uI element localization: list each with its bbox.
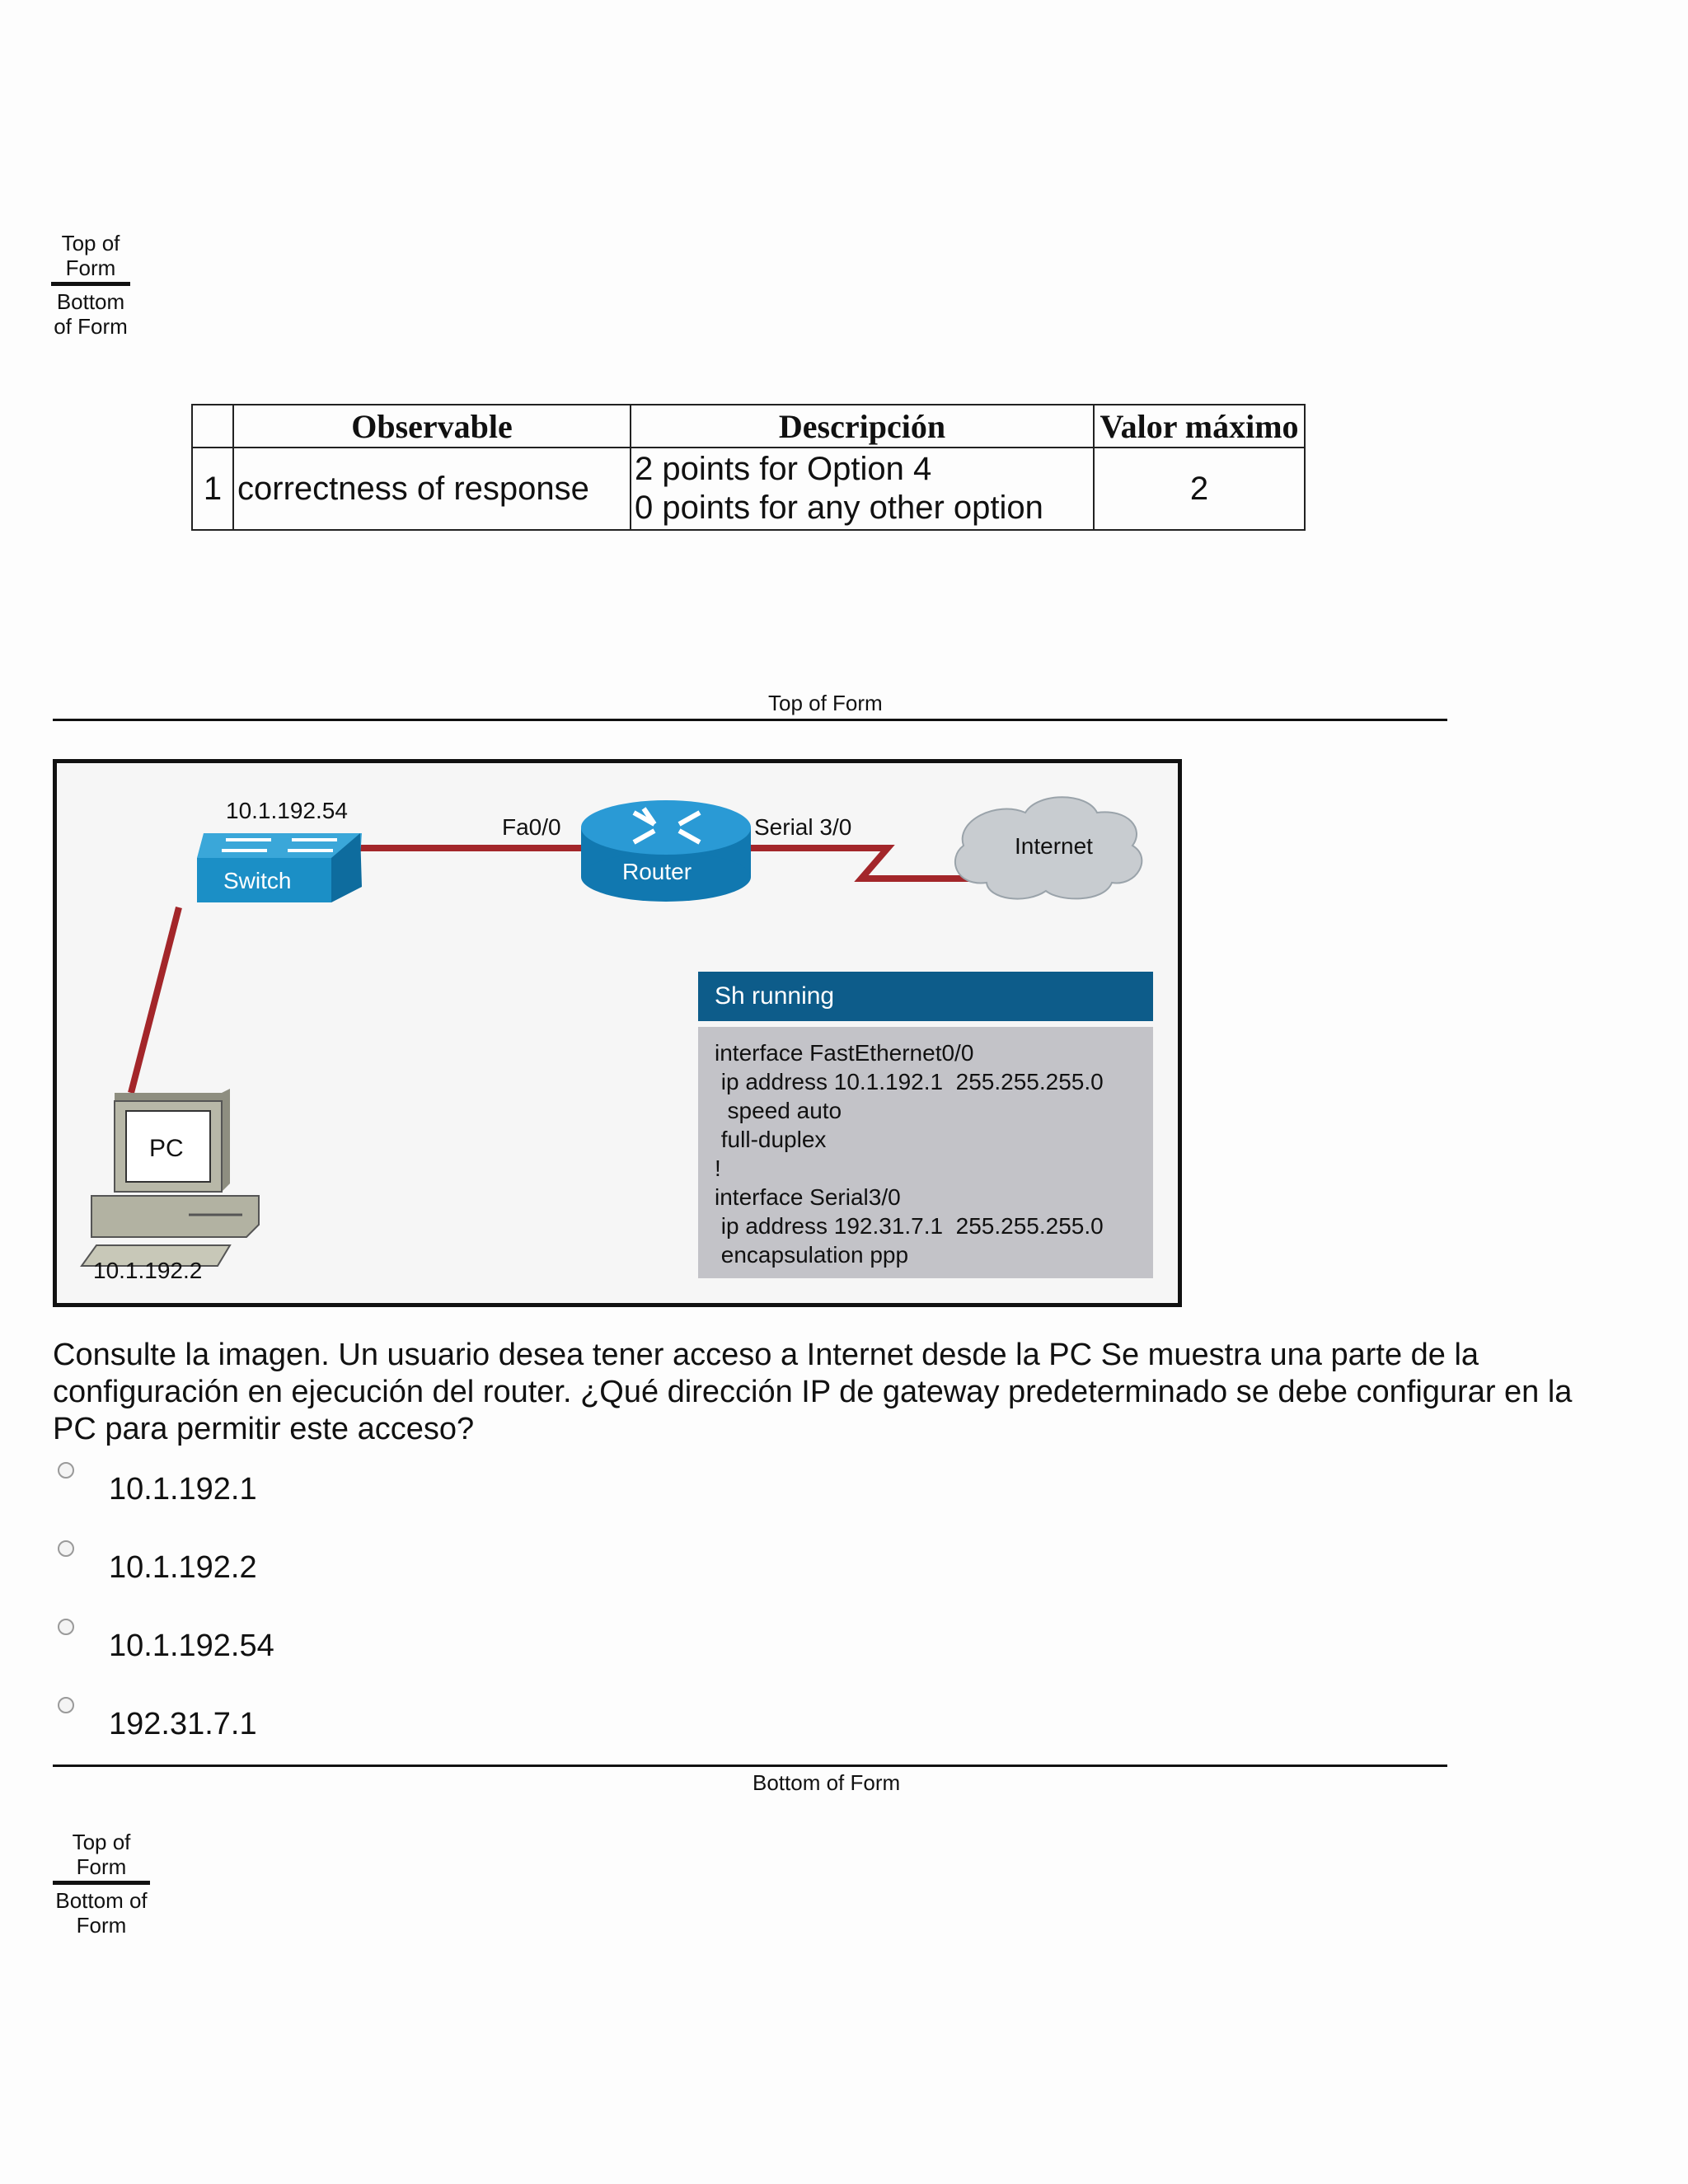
header-description: Descripción [630, 404, 1095, 448]
fa0-label: Fa0/0 [502, 814, 561, 840]
form-marker-top: Top of Form Bottom of Form [51, 231, 130, 339]
table-row: 1 correctness of response 2 points for O… [191, 447, 1306, 531]
row-description: 2 points for Option 4 0 points for any o… [630, 447, 1095, 531]
bottom-of-form-caption: Bottom of Form [753, 1770, 901, 1795]
internet-cloud-icon [954, 796, 1143, 900]
top-of-form-caption: Top of Form [768, 691, 883, 715]
pc-label: PC [149, 1135, 184, 1162]
pc-ip-label: 10.1.192.2 [93, 1258, 203, 1283]
config-title: Sh running [698, 972, 1153, 1021]
switch-label: Switch [223, 868, 292, 893]
pc-switch-link [128, 907, 182, 1094]
network-diagram: 10.1.192.54 Switch Fa0/0 Router Serial 3… [53, 759, 1182, 1307]
pc-icon [80, 1089, 260, 1267]
radio-button[interactable] [58, 1462, 74, 1479]
top-of-form-label: Top of Form [53, 1830, 150, 1885]
option-label[interactable]: 10.1.192.1 [109, 1472, 257, 1507]
radio-button[interactable] [58, 1540, 74, 1557]
row-max-value: 2 [1093, 447, 1306, 531]
row-number: 1 [191, 447, 234, 531]
header-max-value: Valor máximo [1093, 404, 1306, 448]
form-top-divider [53, 719, 1447, 721]
router-internet-link [749, 845, 984, 882]
radio-button[interactable] [58, 1697, 74, 1713]
bottom-of-form-label: Bottom of Form [55, 1888, 148, 1938]
description-line: 2 points for Option 4 [635, 451, 932, 487]
table-header-row: Observable Descripción Valor máximo [191, 404, 1306, 448]
router-label: Router [622, 859, 692, 884]
bottom-of-form-label: Bottom of Form [54, 289, 128, 339]
diagram-graphics [80, 796, 1143, 1267]
rubric-table: Observable Descripción Valor máximo 1 co… [191, 404, 1306, 531]
serial-label: Serial 3/0 [754, 814, 852, 840]
form-bottom-divider [53, 1765, 1447, 1767]
question-text: Consulte la imagen. Un usuario desea ten… [53, 1338, 1573, 1446]
radio-button[interactable] [58, 1619, 74, 1635]
header-observable: Observable [232, 404, 631, 448]
option-label[interactable]: 10.1.192.54 [109, 1629, 274, 1663]
router-icon [581, 800, 751, 902]
option-label[interactable]: 192.31.7.1 [109, 1707, 257, 1741]
top-of-form-label: Top of Form [51, 231, 130, 286]
option-label[interactable]: 10.1.192.2 [109, 1550, 257, 1585]
description-line: 0 points for any other option [635, 490, 1043, 526]
form-marker-bottom: Top of Form Bottom of Form [53, 1830, 150, 1938]
header-number [191, 404, 234, 448]
config-listing: interface FastEthernet0/0 ip address 10.… [698, 1027, 1153, 1278]
internet-label: Internet [1015, 833, 1093, 859]
switch-ip-label: 10.1.192.54 [226, 798, 348, 823]
switch-icon [197, 833, 362, 902]
row-observable: correctness of response [232, 447, 631, 531]
